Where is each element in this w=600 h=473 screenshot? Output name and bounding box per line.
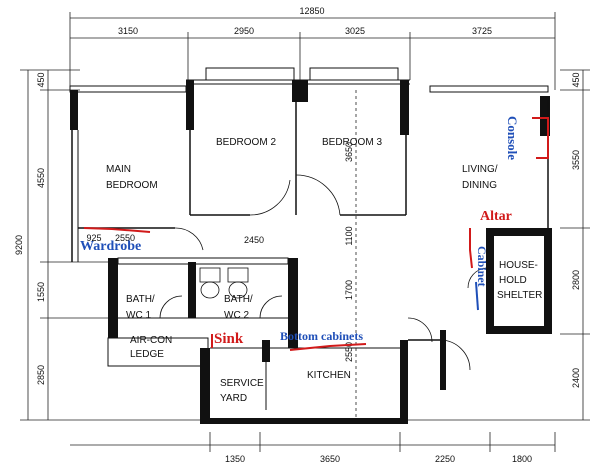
dim-right-4: 2400 (571, 368, 581, 388)
room-shelter-line1: HOUSE- (499, 260, 538, 271)
room-bath2-line1: BATH/ (224, 294, 253, 305)
room-labels: MAIN BEDROOM BEDROOM 2 BEDROOM 3 LIVING/… (106, 137, 542, 404)
dim-bottom-1: 1350 (225, 454, 245, 464)
room-bath1-line2: WC 1 (126, 310, 151, 321)
console-line (532, 117, 549, 159)
dim-top-4: 3725 (472, 26, 492, 36)
dim-bottom-4: 1800 (512, 454, 532, 464)
room-main-bedroom-line2: BEDROOM (106, 180, 158, 191)
dim-top-3: 3025 (345, 26, 365, 36)
annotation-wardrobe: Wardrobe (80, 239, 141, 254)
annotation-bottom-cabinets: Bottom cabinets (280, 329, 363, 343)
dim-right-1: 450 (571, 72, 581, 87)
dim-inner-1700: 1700 (344, 280, 354, 300)
dim-top-total: 12850 (299, 6, 324, 16)
dim-right-2: 3550 (571, 150, 581, 170)
annotation-lines (83, 117, 549, 351)
dim-left-3: 1550 (36, 282, 46, 302)
annotation-sink: Sink (214, 331, 244, 347)
dim-inner-925: 925 (86, 233, 101, 243)
room-bedroom-2: BEDROOM 2 (216, 137, 276, 148)
room-living-line2: DINING (462, 180, 497, 191)
dim-bottom-2: 3650 (320, 454, 340, 464)
dim-top-1: 3150 (118, 26, 138, 36)
room-aircon-line1: AIR-CON (130, 335, 172, 346)
dimension-lines (20, 12, 590, 452)
bottom-cabinets-line (289, 343, 367, 351)
room-living-line1: LIVING/ (462, 164, 498, 175)
dim-inner-3650: 3650 (344, 142, 354, 162)
cabinet-line (475, 281, 479, 311)
dim-bottom-3: 2250 (435, 454, 455, 464)
room-main-bedroom-line1: MAIN (106, 164, 131, 175)
annotation-console: Console (505, 116, 520, 160)
dim-inner-2550-v: 2550 (344, 342, 354, 362)
altar-line (469, 228, 473, 269)
annotation-cabinet: Cabinet (475, 246, 489, 287)
room-service-line1: SERVICE (220, 378, 264, 389)
room-bath1-line1: BATH/ (126, 294, 155, 305)
room-shelter-line3: SHELTER (497, 290, 542, 301)
room-service-line2: YARD (220, 393, 247, 404)
room-bedroom-3: BEDROOM 3 (322, 137, 382, 148)
walls (69, 67, 552, 424)
dim-inner-1100: 1100 (344, 226, 354, 245)
dim-left-4: 2850 (36, 365, 46, 385)
room-bath2-line2: WC 2 (224, 310, 249, 321)
room-shelter-line2: HOLD (499, 275, 527, 286)
annotation-altar: Altar (480, 209, 512, 224)
dim-right-3: 2800 (571, 270, 581, 290)
dim-inner-2450: 2450 (244, 235, 264, 245)
dim-left-2: 4550 (36, 168, 46, 188)
dim-inner-2550: 2550 (115, 233, 135, 243)
dim-left-total: 9200 (14, 235, 24, 255)
dim-left-1: 450 (36, 72, 46, 87)
room-aircon-line2: LEDGE (130, 349, 164, 360)
wardrobe-line (83, 227, 151, 233)
room-kitchen: KITCHEN (307, 370, 351, 381)
dim-top-2: 2950 (234, 26, 254, 36)
